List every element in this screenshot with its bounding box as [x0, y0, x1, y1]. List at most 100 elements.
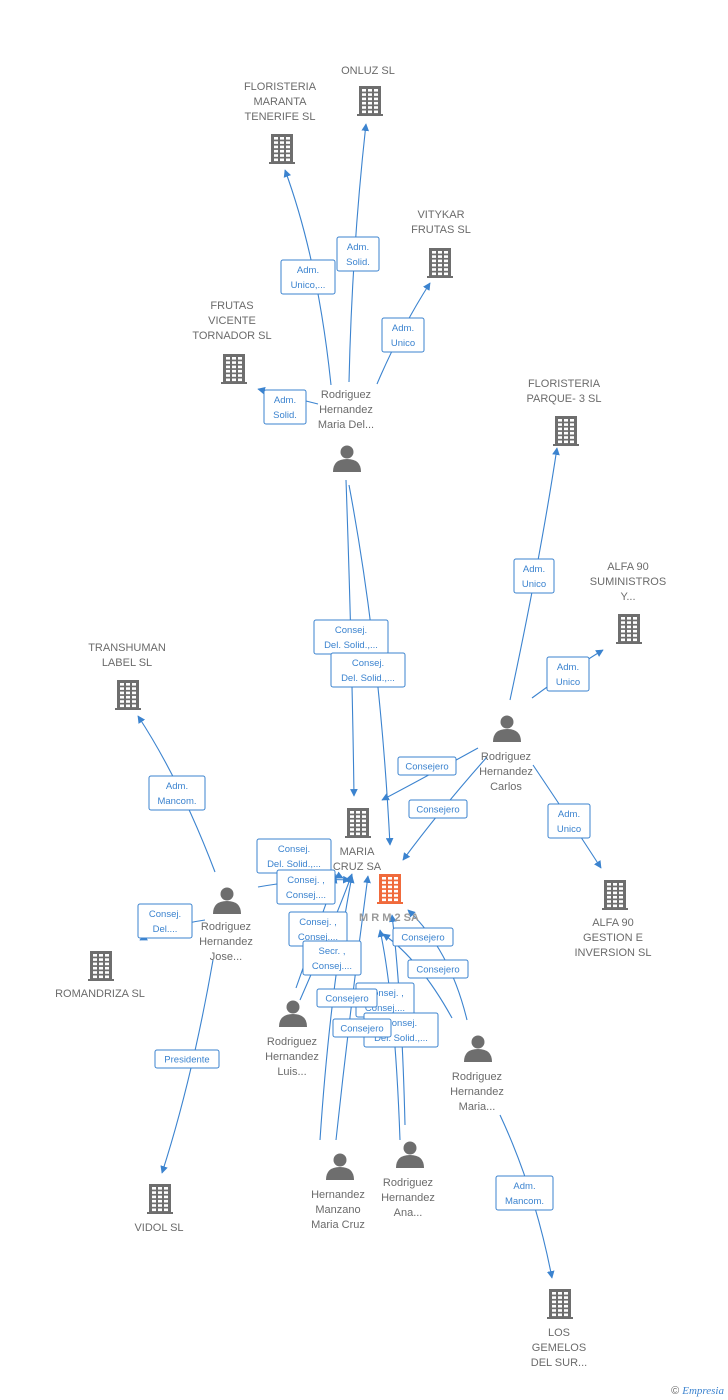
- edge-role-label[interactable]: Adm.Unico,...: [280, 259, 336, 295]
- node-label: TRANSHUMAN: [88, 642, 166, 654]
- edge-label-text: Consej....: [312, 961, 352, 972]
- edge-label-text: Adm.: [297, 265, 319, 276]
- edge-role-label[interactable]: Consej.Del. Solid.,...: [256, 838, 332, 874]
- building-icon: [547, 1289, 573, 1319]
- edge-role-label[interactable]: Consejero: [408, 799, 468, 819]
- edge-role-label[interactable]: Presidente: [154, 1049, 220, 1069]
- edge-label-text: Consejero: [340, 1024, 383, 1035]
- edge-label-box[interactable]: [513, 558, 555, 594]
- edge-label-box[interactable]: [137, 903, 193, 939]
- edge-label-box[interactable]: [148, 775, 206, 811]
- node-label: ROMANDRIZA SL: [55, 988, 145, 1000]
- edge-role-label[interactable]: Adm.Solid.: [336, 236, 380, 272]
- edge-label-box[interactable]: [263, 389, 307, 425]
- company-node-vidol[interactable]: VIDOL SL: [134, 1184, 184, 1234]
- edge-role-label[interactable]: Consejero: [332, 1018, 392, 1038]
- edge-label-text: Adm.: [166, 781, 188, 792]
- edge-role-label[interactable]: Consejero: [397, 756, 457, 776]
- node-label: GESTION E: [583, 932, 643, 944]
- edge-role-label[interactable]: Consej.Del....: [137, 903, 193, 939]
- edge-label-box[interactable]: [276, 869, 336, 905]
- edge-label-box[interactable]: [397, 756, 457, 776]
- edge-label-text: Presidente: [164, 1055, 209, 1066]
- person-icon: [213, 887, 241, 914]
- edge-role-label[interactable]: Consej. , Consej....: [288, 911, 348, 947]
- node-label: Rodriguez: [267, 1036, 317, 1048]
- node-label: FRUTAS: [210, 300, 253, 312]
- edge-role-label[interactable]: Adm.Mancom.: [495, 1175, 554, 1211]
- person-node-p-luis[interactable]: RodriguezHernandezLuis...: [265, 1000, 319, 1079]
- edge-role-label[interactable]: Secr. ,Consej....: [302, 940, 362, 976]
- edge-role-label[interactable]: Adm. Unico: [546, 656, 590, 692]
- edge-label-text: Consejero: [325, 994, 368, 1005]
- person-node-p-maria[interactable]: RodriguezHernandezMaria...: [450, 1035, 504, 1114]
- edge-role-label[interactable]: Adm.Unico: [381, 317, 425, 353]
- node-label: Hernandez: [199, 936, 253, 948]
- company-node-romandriza[interactable]: ROMANDRIZA SL: [55, 951, 145, 1000]
- edge-label-box[interactable]: [381, 317, 425, 353]
- edge-label-box[interactable]: [280, 259, 336, 295]
- person-node-p-ana[interactable]: RodriguezHernandezAna...: [381, 1141, 435, 1220]
- edge-label-box[interactable]: [336, 236, 380, 272]
- company-node-onluz[interactable]: ONLUZ SL: [341, 65, 395, 116]
- edge-label-box[interactable]: [408, 799, 468, 819]
- edge-role-label[interactable]: Adm.Unico: [547, 803, 591, 839]
- edge-label-box[interactable]: [302, 940, 362, 976]
- edge-role-label[interactable]: Consejero: [392, 927, 454, 947]
- edge-label-box[interactable]: [332, 1018, 392, 1038]
- node-label: VICENTE: [208, 315, 256, 327]
- edge-label-box[interactable]: [547, 803, 591, 839]
- edge-role-label[interactable]: Adm.Mancom.: [148, 775, 206, 811]
- node-label: Manzano: [315, 1204, 360, 1216]
- edge-label-text: Consej....: [298, 932, 338, 943]
- edge-role-label[interactable]: Adm.Solid.: [263, 389, 307, 425]
- edge-label-text: Consej. ,: [366, 988, 404, 999]
- edge-label-text: Unico: [556, 677, 580, 688]
- edge-label-box[interactable]: [316, 988, 378, 1008]
- edge-label-box[interactable]: [154, 1049, 220, 1069]
- edge-label-box[interactable]: [392, 927, 454, 947]
- edge-role-label[interactable]: Consej.Del. Solid.,...: [330, 652, 406, 688]
- edge-label-box[interactable]: [495, 1175, 554, 1211]
- node-label: Y...: [620, 591, 635, 603]
- copyright-symbol: ©: [671, 1385, 680, 1397]
- node-label: CRUZ SA: [333, 861, 382, 873]
- edge-role-label[interactable]: Consej. ,Consej....: [276, 869, 336, 905]
- building-icon: [115, 680, 141, 710]
- person-icon: [493, 715, 521, 742]
- footer-brand[interactable]: ©Empresia: [671, 1385, 724, 1397]
- edge-role-label[interactable]: Consejero: [407, 959, 469, 979]
- person-node-p-jose[interactable]: RodriguezHernandezJose...: [199, 887, 253, 964]
- edge-label-text: Adm.: [557, 662, 579, 673]
- edge-role-label[interactable]: Consej.Del. Solid.,...: [313, 619, 389, 655]
- edge-line: [160, 959, 214, 1174]
- edge-label-text: Consej.: [149, 909, 181, 920]
- company-node-alfa90-suministros[interactable]: ALFA 90SUMINISTROSY...: [590, 561, 666, 644]
- edge-label-text: Consej.: [335, 625, 367, 636]
- building-icon: [147, 1184, 173, 1214]
- edge-label-box[interactable]: [546, 656, 590, 692]
- edge-label-box[interactable]: [330, 652, 406, 688]
- edge-label-text: Consej. ,: [299, 917, 337, 928]
- node-label: Maria Del...: [318, 419, 374, 431]
- edge-role-label[interactable]: Adm.Unico: [513, 558, 555, 594]
- edge-role-label[interactable]: Consejero: [316, 988, 378, 1008]
- node-label: SUMINISTROS: [590, 576, 666, 588]
- edge-label-box[interactable]: [407, 959, 469, 979]
- edge-label-text: Mancom.: [505, 1196, 544, 1207]
- person-icon: [326, 1153, 354, 1180]
- node-label: Carlos: [490, 781, 522, 793]
- company-node-mrm2[interactable]: M R M 2 SA: [359, 874, 419, 924]
